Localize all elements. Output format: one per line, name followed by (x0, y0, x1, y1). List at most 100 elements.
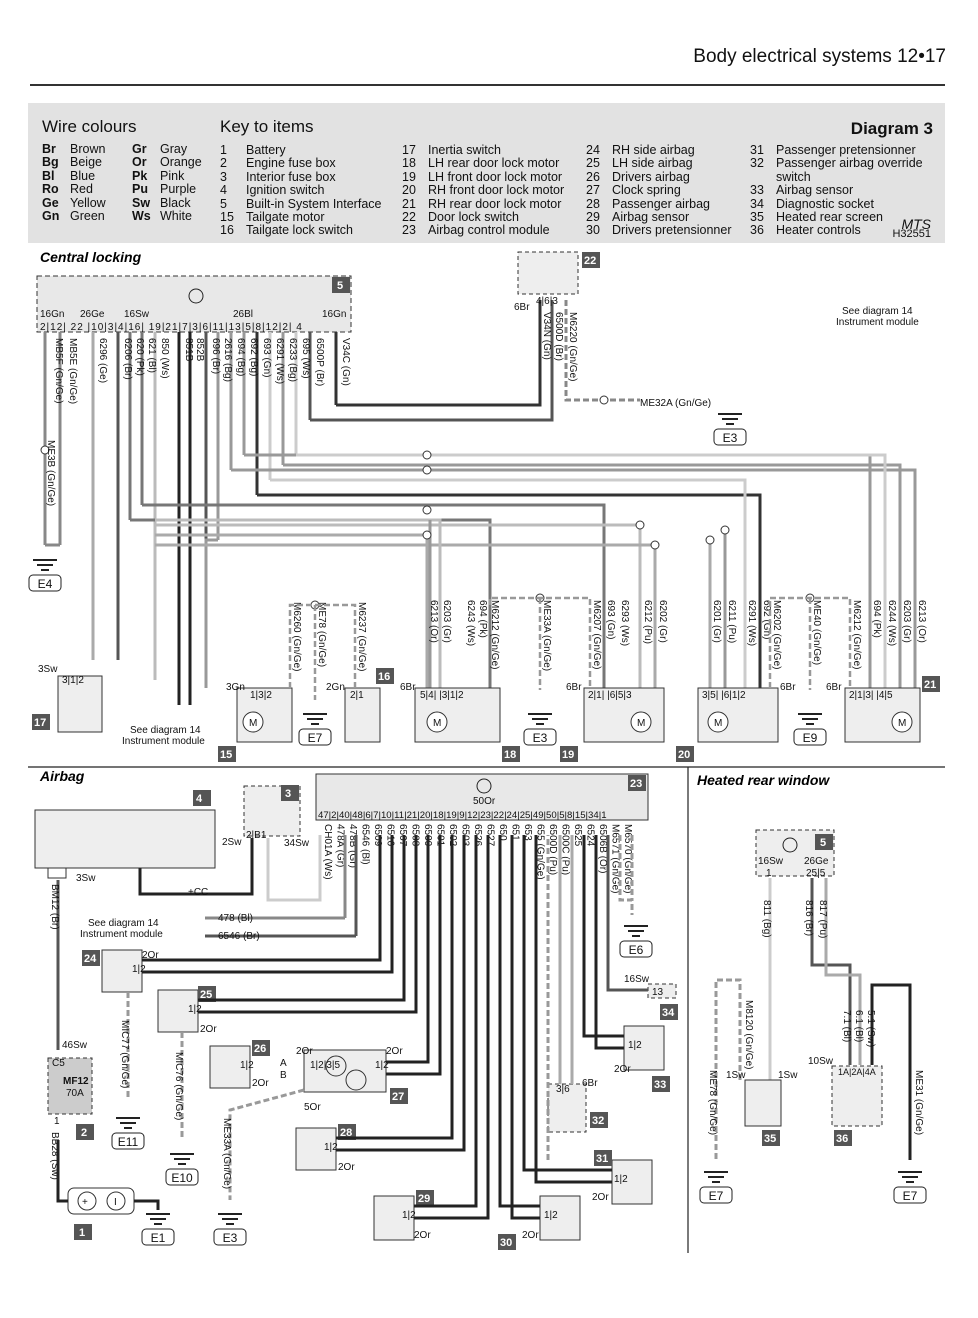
svg-text:25: 25 (200, 989, 212, 1001)
wire-label: V34N (Gn) (541, 312, 552, 360)
bsi-module-heated: 5 16Sw 26Ge 1 25|5 (755, 829, 835, 879)
svg-text:70A: 70A (66, 1088, 84, 1099)
svg-text:2|1: 2|1 (350, 690, 364, 701)
note-see-diagram: See diagram 14 (130, 725, 201, 736)
ground-label: E9 (803, 731, 818, 745)
svg-text:B: B (280, 1070, 287, 1081)
wire-label: ME32A (Gn/Ge) (640, 398, 711, 409)
svg-text:17: 17 (34, 717, 46, 729)
svg-text:MF12: MF12 (63, 1076, 89, 1087)
inertia-switch-17: 3Sw 3|1|2 17 (32, 664, 103, 733)
svg-text:1|2: 1|2 (188, 1004, 202, 1015)
ground-e7b: E7 (699, 1171, 733, 1204)
wire-label: 6244 (Ws) (886, 600, 897, 646)
door-lock-switch-22: 22 6Br 4|6|3 (514, 251, 600, 313)
heated-rear-screen-35: 35 1Sw 1Sw (726, 1070, 798, 1146)
svg-text:C5: C5 (52, 1058, 65, 1069)
wire-label: 696 (Br) (210, 338, 221, 374)
rh-rear-door-motor-21: M 6Br 2|1|3| |4|5 21 (826, 676, 940, 743)
wire-label: 6500D (Pu) (547, 824, 558, 875)
svg-text:A: A (280, 1058, 287, 1069)
wire-label: 6.1 (Bl) (853, 1010, 864, 1042)
component-number-badge (332, 277, 350, 293)
svg-text:M: M (898, 718, 906, 729)
wire-label: 5.1 (Sw) (865, 1010, 876, 1047)
ground-e10: E10 (165, 1153, 199, 1186)
svg-text:1|2: 1|2 (324, 1142, 338, 1153)
lh-side-airbag-25: 25 2Or 1|2 (157, 986, 217, 1035)
svg-text:5|4| |3|1|2: 5|4| |3|1|2 (420, 690, 464, 701)
svg-text:M: M (714, 718, 722, 729)
svg-text:46Sw: 46Sw (62, 1040, 88, 1051)
ground-label: E1 (151, 1231, 166, 1245)
svg-text:3: 3 (285, 788, 291, 800)
wire-label: 6291 (Ws) (746, 600, 757, 646)
svg-text:31: 31 (596, 1153, 608, 1165)
svg-text:16Gn: 16Gn (322, 309, 346, 320)
svg-text:M: M (637, 718, 645, 729)
svg-text:6Br: 6Br (514, 302, 530, 313)
wire-label: 6500C (Pu) (560, 824, 571, 875)
svg-text:2Or: 2Or (522, 1230, 539, 1241)
svg-text:2Or: 2Or (296, 1046, 313, 1057)
wire-label: 6524 (585, 824, 596, 847)
ground-label: E3 (723, 431, 738, 445)
passenger-pretensioner-31: 31 2Or 1|2 (592, 1150, 653, 1205)
svg-text:2Or: 2Or (592, 1192, 609, 1203)
svg-text:2Sw: 2Sw (222, 837, 242, 848)
rh-front-door-motor-20: M 6Br 3|5| |6|1|2 20 (676, 682, 796, 762)
wire-label: MIC77 (Gn/Ge) (119, 1020, 130, 1088)
wire-label: 6527 (485, 824, 496, 847)
svg-text:30: 30 (500, 1237, 512, 1249)
svg-text:26Ge: 26Ge (80, 309, 105, 320)
ground-e4: E4 (28, 559, 62, 592)
svg-text:2Or: 2Or (338, 1162, 355, 1173)
wire-label: 6206 (Br) (122, 338, 133, 380)
wire-label: M6237 (Gn/Ge) (356, 602, 367, 671)
ground-e3a: E3 (713, 413, 747, 446)
wire-label: 6525 (572, 824, 583, 847)
svg-text:26Ge: 26Ge (804, 856, 829, 867)
wire-label: 6212 (Pu) (642, 600, 653, 644)
ecu-pin-row: 47|2|40|48|6|7|10|11|21|20|18|19|9|12|23… (318, 810, 607, 821)
svg-text:35: 35 (764, 1133, 776, 1145)
svg-text:2Gn: 2Gn (326, 682, 345, 693)
svg-text:16Sw: 16Sw (624, 974, 650, 985)
wire-label: BB28 (Sw) (49, 1132, 60, 1180)
svg-text:3|1|2: 3|1|2 (62, 675, 84, 686)
drivers-airbag-26: 26 2Or 1|2 A B (209, 1040, 287, 1089)
wire-label: 811 (Bg) (761, 900, 772, 938)
svg-text:1Sw: 1Sw (778, 1070, 798, 1081)
svg-text:2Or: 2Or (142, 950, 159, 961)
wire-label: +CC (188, 887, 208, 898)
svg-text:3Gn: 3Gn (226, 682, 245, 693)
ground-e9: E9 (793, 713, 827, 746)
svg-text:2|B1: 2|B1 (246, 830, 267, 841)
svg-text:3Sw: 3Sw (76, 873, 96, 884)
wire-label: 6546 (Bl) (360, 824, 371, 865)
wire-colours-heading: Wire colours (42, 117, 137, 136)
svg-text:36: 36 (836, 1133, 848, 1145)
tailgate-lock-switch-16: 2Gn 2|1 16 (326, 668, 394, 743)
note-instrument-module: Instrument module (122, 736, 205, 747)
svg-text:28: 28 (340, 1127, 352, 1139)
wire-label: ME33A (Gn/Ge) (221, 1118, 232, 1189)
svg-text:M: M (249, 718, 257, 729)
wire-label: 7.1 (Bl) (841, 1010, 852, 1042)
wire-label: 6500D (Br) (553, 312, 564, 361)
svg-text:1|2: 1|2 (375, 1060, 389, 1071)
